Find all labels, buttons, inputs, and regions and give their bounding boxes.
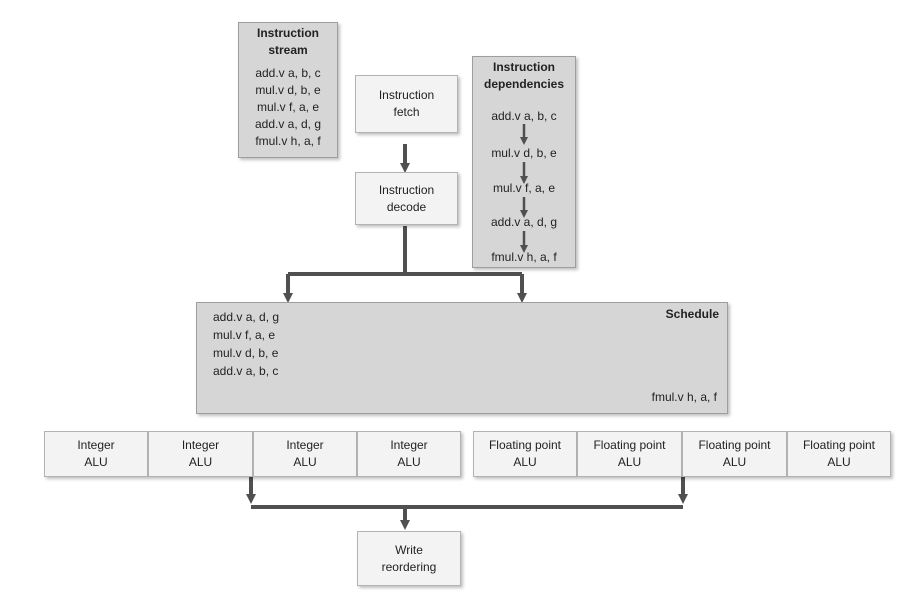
alu-label: Integer (286, 438, 324, 452)
schedule-box: Schedule add.v a, d, g mul.v f, a, e mul… (196, 302, 728, 414)
fp-alu-3: Floating point ALU (682, 431, 787, 477)
fp-alu-4: Floating point ALU (787, 431, 891, 477)
alu-label: ALU (188, 455, 213, 469)
schedule-title: Schedule (665, 307, 719, 321)
alu-label: ALU (84, 455, 108, 469)
stream-title-line1: Instruction (257, 26, 319, 40)
schedule-instruction: mul.v d, b, e (213, 346, 279, 360)
dependency-instruction: mul.v d, b, e (491, 146, 557, 160)
alu-label: ALU (827, 455, 851, 469)
integer-alu-3: Integer ALU (253, 431, 357, 477)
instruction-stream-box: Instruction stream add.v a, b, c mul.v d… (238, 22, 338, 158)
write-line2: reordering (381, 559, 437, 574)
schedule-instruction: mul.v f, a, e (213, 328, 276, 342)
fetch-line1: Instruction (378, 88, 435, 102)
integer-alu-2: Integer ALU (148, 431, 253, 477)
stream-instruction: add.v a, d, g (254, 117, 322, 131)
dependency-arrows (520, 124, 528, 253)
alu-label: Floating point (698, 438, 771, 452)
integer-alu-4: Integer ALU (357, 431, 461, 477)
integer-alu-1: Integer ALU (44, 431, 148, 477)
alu-label: Floating point (488, 438, 562, 452)
fp-alu-2: Floating point ALU (577, 431, 682, 477)
write-line1: Write (395, 542, 423, 557)
decode-line1: Instruction (378, 182, 435, 197)
alu-label: Integer (181, 438, 220, 452)
fetch-line2: fetch (393, 105, 420, 119)
alu-label: ALU (397, 455, 421, 469)
stream-instruction: mul.v f, a, e (256, 100, 320, 114)
instruction-dependencies-box: Instruction dependencies add.v a, b, c m… (472, 56, 576, 268)
stream-title-line2: stream (268, 43, 308, 57)
alu-label: ALU (293, 455, 317, 469)
alu-label: ALU (722, 455, 747, 469)
dependency-instruction: mul.v f, a, e (492, 181, 556, 195)
decode-line2: decode (386, 199, 427, 214)
dependency-instruction: add.v a, b, c (491, 109, 557, 123)
alu-label: Floating point (593, 438, 666, 452)
instruction-decode-box: Instruction decode (355, 172, 458, 225)
deps-title-line2: dependencies (483, 77, 565, 91)
fp-alu-1: Floating point ALU (473, 431, 577, 477)
schedule-fp-instruction: fmul.v h, a, f (651, 390, 717, 404)
dependency-instruction: fmul.v h, a, f (491, 250, 557, 264)
write-reordering-box: Write reordering (357, 531, 461, 586)
schedule-instruction: add.v a, d, g (213, 310, 280, 324)
dependency-instruction: add.v a, d, g (490, 215, 558, 229)
stream-instruction: mul.v d, b, e (255, 83, 321, 97)
alu-label: ALU (617, 455, 642, 469)
schedule-instruction: add.v a, b, c (213, 364, 279, 378)
instruction-fetch-box: Instruction fetch (355, 75, 458, 133)
alu-label: Floating point (802, 438, 876, 452)
deps-title-line1: Instruction (493, 60, 555, 74)
stream-instruction: add.v a, b, c (255, 66, 321, 80)
alu-label: Integer (390, 438, 428, 452)
stream-instruction: fmul.v h, a, f (255, 134, 321, 148)
alu-label: ALU (513, 455, 537, 469)
alu-label: Integer (77, 438, 115, 452)
